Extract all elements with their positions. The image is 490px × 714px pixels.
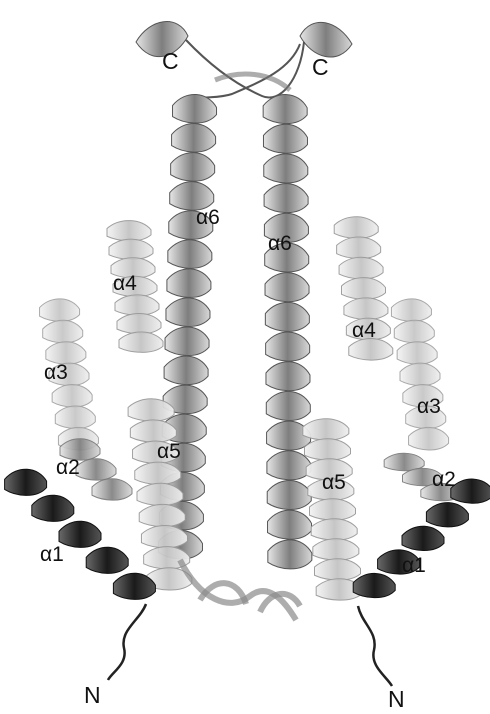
helix-turn: [107, 221, 151, 241]
helix-turn: [263, 124, 307, 153]
helix-turn: [137, 483, 183, 505]
helix-turn: [303, 419, 349, 440]
helix-turn: [402, 526, 444, 550]
helix-turn: [313, 539, 359, 560]
helix-turn: [43, 320, 83, 343]
helix-alpha1-left: [5, 469, 156, 599]
helix-alpha5-right: [303, 419, 362, 600]
helix-turn: [59, 521, 101, 547]
alpha4-label-left: α4: [113, 273, 137, 294]
helix-alpha6-right: [263, 95, 312, 569]
helix-turn: [265, 273, 309, 302]
helix-turn: [168, 240, 212, 269]
alpha6-label-left: α6: [196, 207, 220, 228]
helix-turn: [32, 495, 74, 521]
n-terminus-label-left: N: [84, 684, 101, 707]
helix-turn: [264, 154, 308, 183]
helix-turn: [334, 217, 378, 239]
helix-turn: [394, 320, 434, 343]
helix-turn: [141, 525, 187, 547]
helix-turn: [164, 356, 208, 385]
helix-turn: [337, 237, 381, 259]
helix-turn: [172, 124, 216, 153]
helix-turn: [397, 342, 437, 365]
helix-turn: [135, 462, 181, 484]
helix-turn: [55, 406, 95, 429]
alpha3-label-right: α3: [417, 396, 441, 417]
c-terminus-label-left: C: [162, 50, 179, 73]
helix-turn: [311, 519, 357, 540]
helix-turn: [166, 298, 210, 327]
helix-turn: [130, 420, 176, 442]
helix-turn: [171, 153, 215, 182]
helix-turn: [267, 480, 311, 509]
helix-turn: [92, 479, 132, 500]
alpha5-label-left: α5: [157, 441, 181, 462]
helix-turn: [40, 299, 80, 322]
helix-turn: [310, 499, 356, 520]
helix-turn: [264, 184, 308, 213]
alpha3-label-left: α3: [44, 362, 68, 383]
helix-turn: [339, 257, 383, 279]
helix-turn: [165, 327, 209, 356]
helix-alpha3-right: [391, 299, 448, 450]
helix-turn: [266, 332, 310, 361]
helix-turn: [342, 278, 386, 300]
n-terminus-label-right: N: [388, 688, 405, 711]
helix-turn: [115, 295, 159, 315]
helix-turn: [76, 459, 116, 480]
helix-turn: [117, 313, 161, 333]
helix-turn: [266, 362, 310, 391]
alpha4-label-right: α4: [352, 320, 376, 341]
alpha5-label-right: α5: [322, 472, 346, 493]
n-terminal-tails: [108, 604, 392, 686]
alpha1-label-left: α1: [40, 544, 64, 565]
helix-turn: [109, 239, 153, 259]
helix-turn: [268, 510, 312, 539]
helix-turn: [119, 332, 163, 352]
c-terminus-label-right: C: [312, 56, 329, 79]
alpha2-label-right: α2: [432, 469, 456, 490]
helix-turn: [266, 391, 310, 420]
helix-turn: [400, 363, 440, 386]
helix-turn: [263, 95, 307, 124]
helix-turn: [426, 503, 468, 527]
helix-turn: [451, 479, 490, 503]
helix-turn: [167, 269, 211, 298]
helix-turn: [409, 427, 449, 450]
helix-turn: [315, 559, 361, 580]
helix-turn: [128, 399, 174, 421]
helix-turn: [139, 504, 185, 526]
alpha1-label-right: α1: [402, 555, 426, 576]
helix-turn: [52, 385, 92, 408]
alpha6-label-right: α6: [268, 233, 292, 254]
helix-turn: [353, 573, 395, 597]
helix-turn: [173, 94, 217, 123]
helix-turn: [86, 547, 128, 573]
bottom-loops: [180, 560, 300, 620]
alpha2-label-left: α2: [56, 457, 80, 478]
helix-turn: [344, 298, 388, 320]
helix-turn: [391, 299, 431, 322]
helix-turn: [268, 540, 312, 569]
helix-turn: [265, 302, 309, 331]
helix-turn: [305, 439, 351, 460]
helix-turn: [5, 469, 47, 495]
